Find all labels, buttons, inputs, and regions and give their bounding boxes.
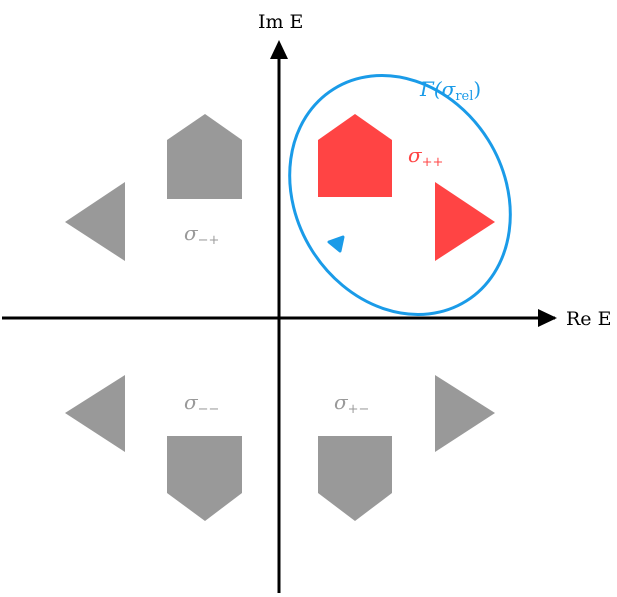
- pentagon-up-highlighted: [318, 114, 392, 197]
- contour-loop: [288, 74, 512, 316]
- triangle-left-muted-lower: [65, 375, 125, 452]
- sector-label-minus-plus: σ−+: [184, 221, 219, 248]
- contour-arrowhead: [327, 235, 345, 253]
- imaginary-axis-arrowhead: [270, 40, 288, 59]
- pentagon-down-muted-left: [167, 436, 242, 521]
- triangle-right-highlighted: [435, 182, 495, 261]
- imaginary-axis-label: Im E: [258, 11, 303, 33]
- contour-label: Γ(σrel): [419, 77, 481, 104]
- real-axis-label: Re E: [566, 308, 611, 330]
- pentagon-down-muted-right: [318, 436, 392, 521]
- pentagon-up-muted: [167, 114, 242, 199]
- triangle-left-muted-upper: [65, 182, 125, 261]
- sector-label-plus-plus: σ++: [408, 143, 443, 170]
- real-axis-arrowhead: [538, 309, 557, 327]
- triangle-right-muted: [435, 375, 495, 452]
- sector-label-plus-minus: σ+−: [334, 390, 369, 417]
- sector-label-minus-minus: σ−−: [184, 390, 219, 417]
